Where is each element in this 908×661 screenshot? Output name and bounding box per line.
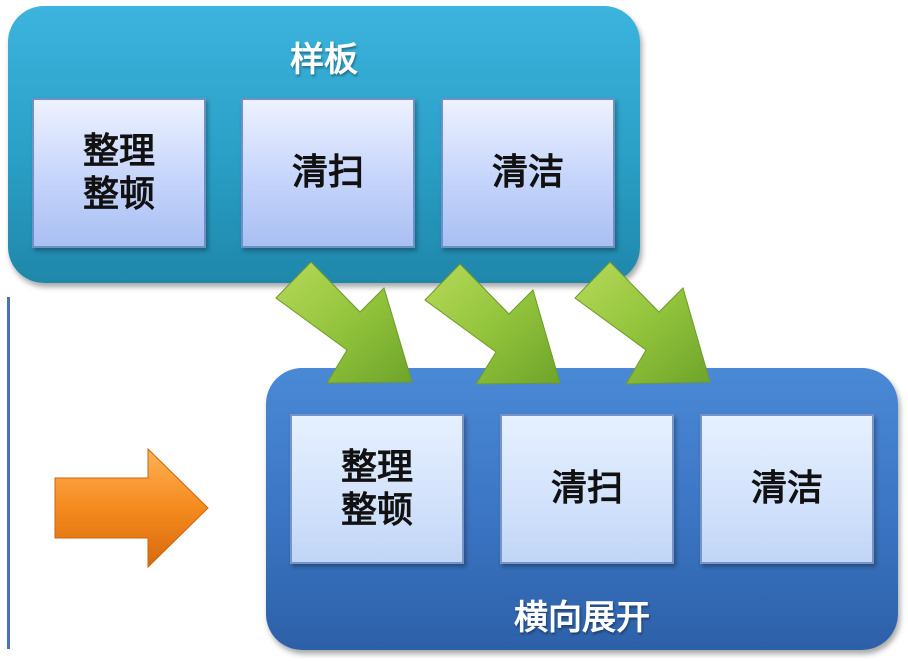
vertical-divider-line (7, 297, 10, 649)
orange-right-arrow (54, 447, 209, 569)
box-sort-and-set-in-order: 整理 整顿 (32, 98, 206, 248)
box-shine-rollout: 清扫 (500, 414, 674, 564)
horizontal-rollout-group: 整理 整顿 清扫 清洁 横向展开 (266, 368, 898, 650)
box-sort-and-set-in-order-rollout: 整理 整顿 (290, 414, 464, 564)
box-standardize: 清洁 (441, 98, 615, 248)
box-standardize-rollout: 清洁 (700, 414, 874, 564)
box-shine: 清扫 (241, 98, 415, 248)
horizontal-rollout-group-title: 横向展开 (514, 598, 650, 638)
sample-group-title: 样板 (290, 40, 358, 80)
sample-group: 样板 整理 整顿 清扫 清洁 (8, 6, 640, 283)
